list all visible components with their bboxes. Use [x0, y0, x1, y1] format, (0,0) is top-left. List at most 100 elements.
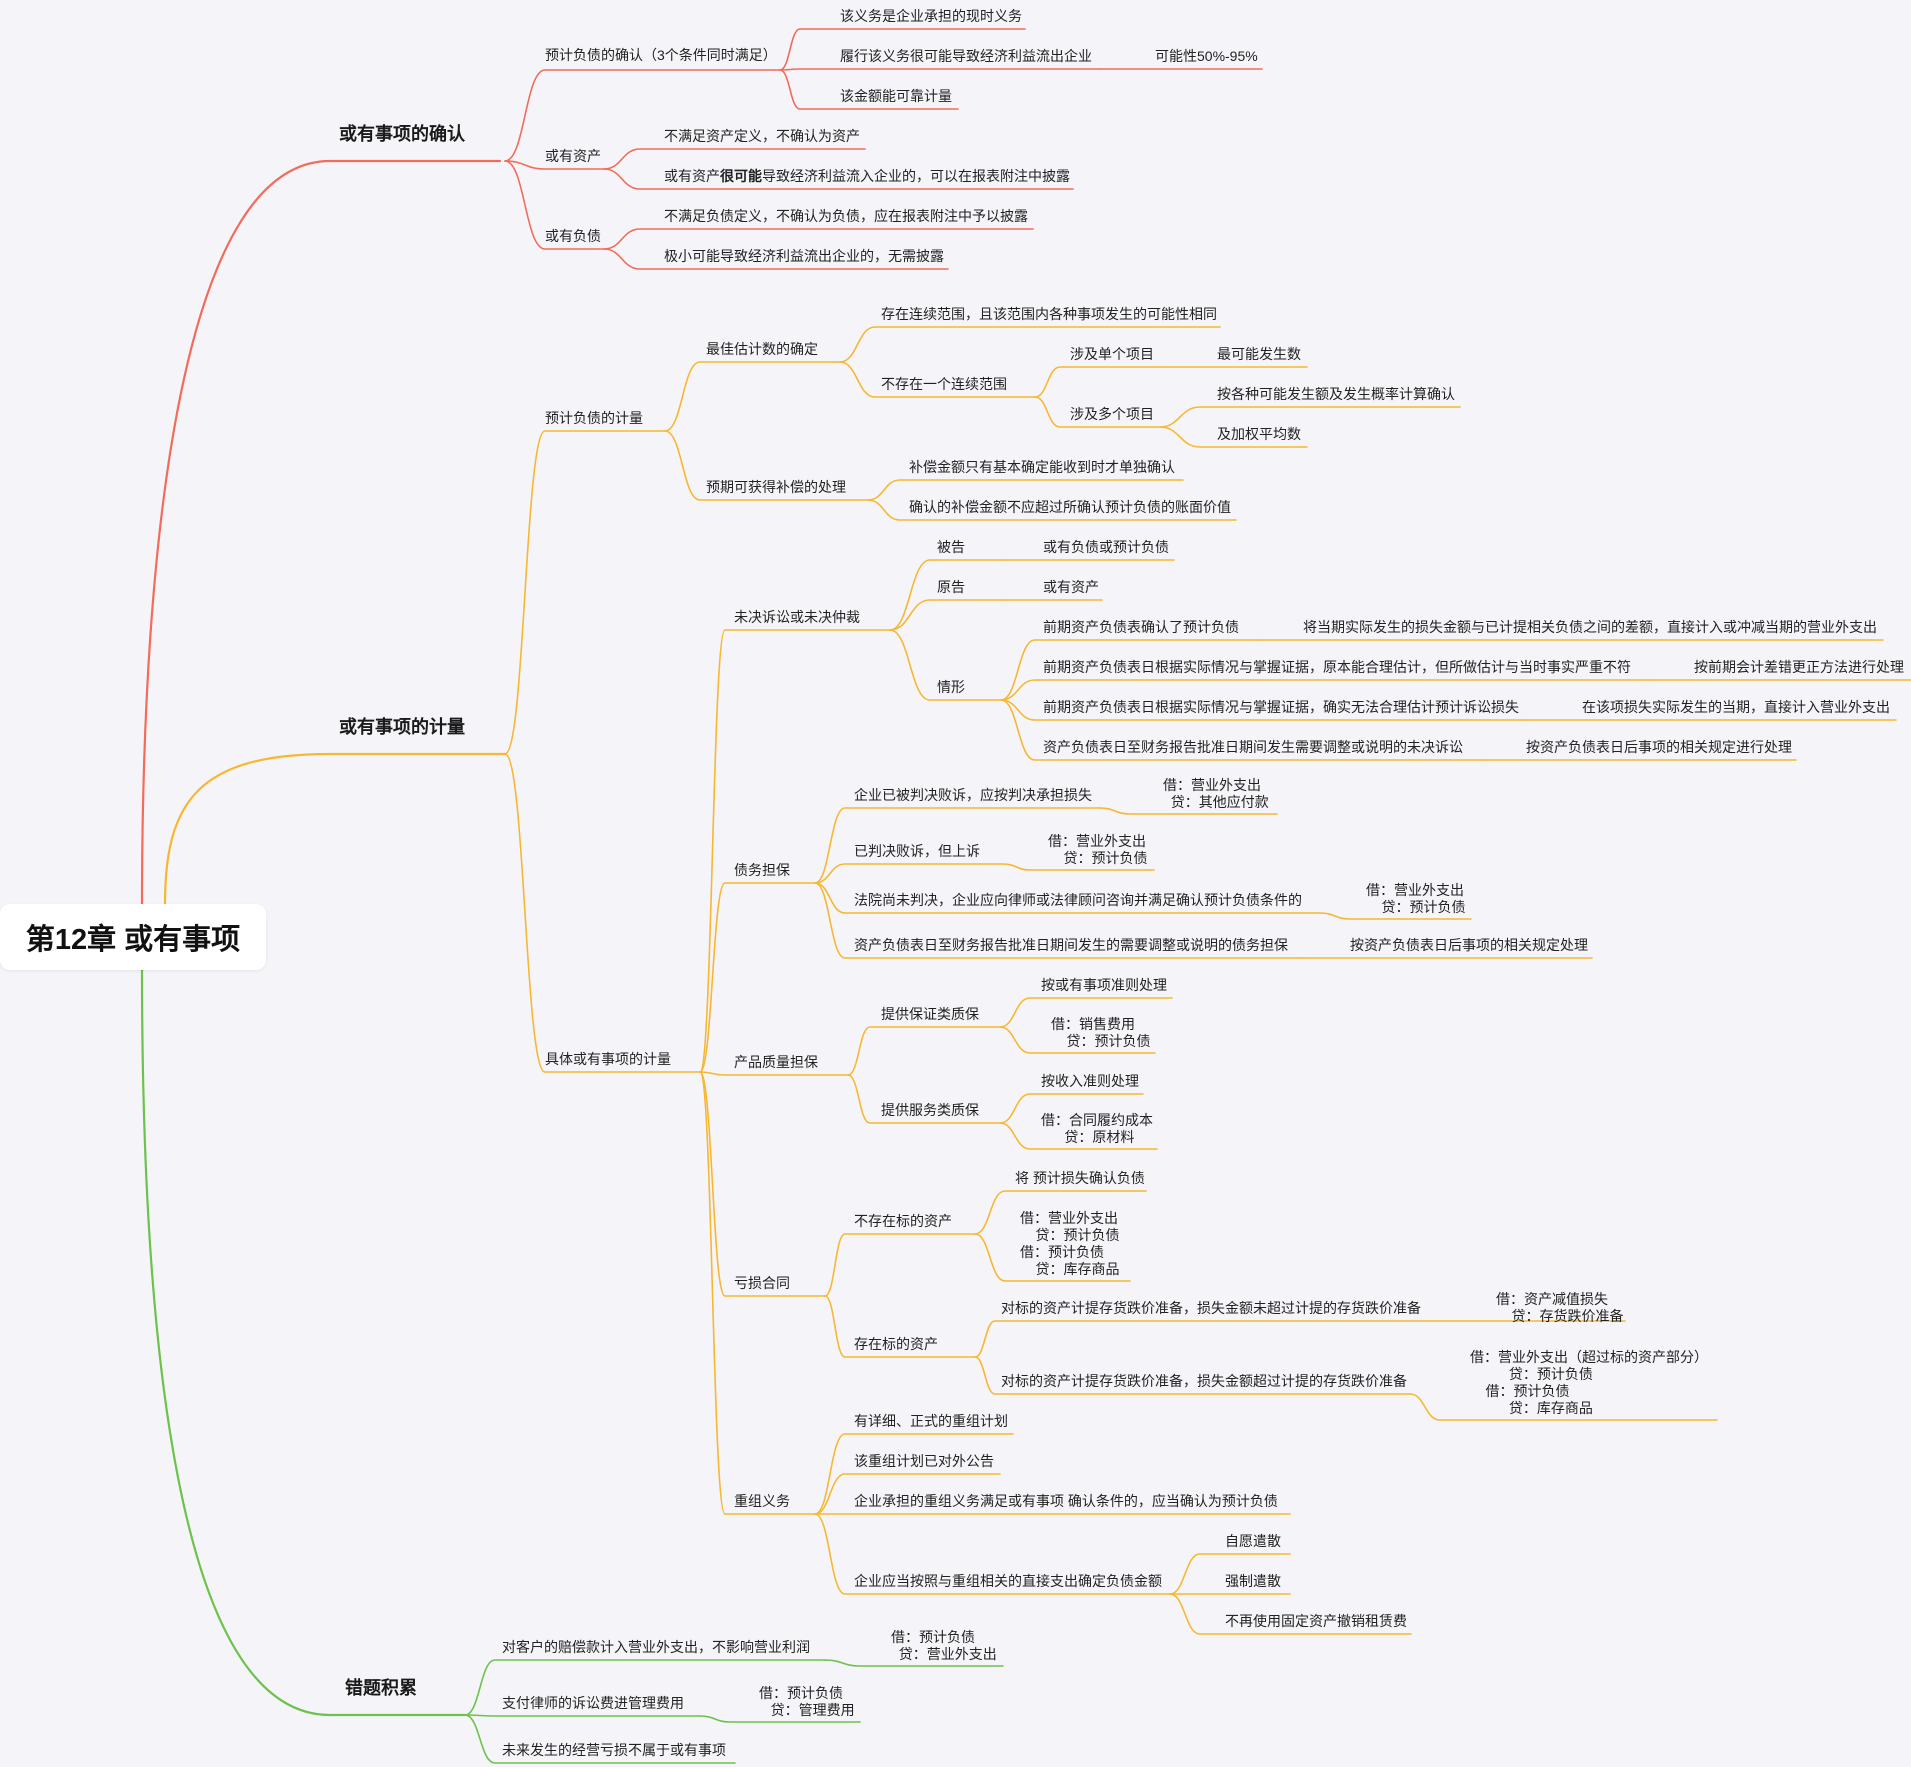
node-with-asset-entry-2[interactable]: 借：营业外支出（超过标的资产部分） 贷：预计负债 借：预计负债 贷：库存商品	[1470, 1349, 1708, 1416]
node-situation-4-result[interactable]: 按资产负债表日后事项的相关规定进行处理	[1526, 739, 1792, 755]
node-compensation[interactable]: 预期可获得补偿的处理	[706, 479, 846, 495]
asset-rule-2-pre: 或有资产	[664, 168, 720, 184]
node-defendant-result[interactable]: 或有负债或预计负债	[1043, 539, 1169, 555]
node-with-underlying-asset[interactable]: 存在标的资产	[854, 1336, 938, 1352]
node-mistake-3[interactable]: 未来发生的经营亏损不属于或有事项	[502, 1742, 726, 1758]
connector-12	[603, 228, 1034, 250]
connector-73	[1169, 1593, 1412, 1635]
node-guarantee-1-entry[interactable]: 借：营业外支出 贷：其他应付款	[1163, 777, 1269, 810]
node-restructuring[interactable]: 重组义务	[734, 1493, 790, 1509]
node-restructuring-2[interactable]: 该重组计划已对外公告	[854, 1453, 994, 1469]
node-onerous[interactable]: 亏损合同	[734, 1275, 790, 1291]
node-with-asset-rule-1[interactable]: 对标的资产计提存货跌价准备，损失金额未超过计提的存货跌价准备	[1001, 1300, 1421, 1316]
node-no-asset-entry[interactable]: 借：营业外支出 贷：预计负债 借：预计负债 贷：库存商品	[1020, 1210, 1120, 1277]
node-situation-2-result[interactable]: 按前期会计差错更正方法进行处理	[1694, 659, 1904, 675]
node-restructuring-3[interactable]: 企业承担的重组义务满足或有事项 确认条件的，应当确认为预计负债	[854, 1493, 1278, 1509]
node-with-asset-rule-2[interactable]: 对标的资产计提存货跌价准备，损失金额超过计提的存货跌价准备	[1001, 1373, 1407, 1389]
connector-64	[974, 1356, 1411, 1395]
node-situation-3-result[interactable]: 在该项损失实际发生的当期，直接计入营业外支出	[1582, 699, 1890, 715]
root-node[interactable]: 第12章 或有事项	[0, 904, 266, 970]
node-condition-1[interactable]: 该义务是企业承担的现时义务	[840, 8, 1022, 24]
node-situation-2[interactable]: 前期资产负债表日根据实际情况与掌握证据，原本能合理估计，但所做估计与当时事实严重…	[1043, 659, 1631, 675]
node-compensation-2[interactable]: 确认的补偿金额不应超过所确认预计负债的账面价值	[909, 499, 1231, 515]
node-non-continuous-range[interactable]: 不存在一个连续范围	[881, 376, 1007, 392]
node-guarantee-1[interactable]: 企业已被判决败诉，应按判决承担损失	[854, 787, 1092, 803]
node-condition-2[interactable]: 履行该义务很可能导致经济利益流出企业	[840, 48, 1092, 64]
node-contingent-asset[interactable]: 或有资产	[545, 148, 601, 164]
node-assurance-rule[interactable]: 按或有事项准则处理	[1041, 977, 1167, 993]
connector-42	[814, 807, 1101, 884]
node-guarantee-3[interactable]: 法院尚未判决，企业应向律师或法律顾问咨询并满足确认预计负债条件的	[854, 892, 1302, 908]
node-asset-rule-2[interactable]: 或有资产很可能导致经济利益流入企业的，可以在报表附注中披露	[664, 168, 1070, 185]
connector-22	[1159, 426, 1308, 448]
node-provision-measurement[interactable]: 预计负债的计量	[545, 410, 643, 426]
node-service-rule[interactable]: 按收入准则处理	[1041, 1073, 1139, 1089]
node-provision-recognition[interactable]: 预计负债的确认（3个条件同时满足）	[545, 47, 777, 63]
node-plaintiff-result[interactable]: 或有资产	[1043, 579, 1099, 595]
node-restructuring-4[interactable]: 企业应当按照与重组相关的直接支出确定负债金额	[854, 1573, 1162, 1589]
node-restructuring-1[interactable]: 有详细、正式的重组计划	[854, 1413, 1008, 1429]
node-no-asset-rule[interactable]: 将 预计损失确认负债	[1015, 1170, 1145, 1186]
node-guarantee-2-entry[interactable]: 借：营业外支出 贷：预计负债	[1048, 833, 1148, 866]
branch-mistakes[interactable]: 错题积累	[345, 1678, 417, 1698]
connector-43	[1099, 807, 1278, 815]
node-warranty-assurance[interactable]: 提供保证类质保	[881, 1006, 979, 1022]
connector-57	[699, 1071, 826, 1297]
node-compensation-1[interactable]: 补偿金额只有基本确定能收到时才单独确认	[909, 459, 1175, 475]
node-asset-rule-1[interactable]: 不满足资产定义，不确认为资产	[664, 128, 860, 144]
node-situation-1[interactable]: 前期资产负债表确认了预计负债	[1043, 619, 1239, 635]
node-situation-4[interactable]: 资产负债表日至财务报告批准日期间发生需要调整或说明的未决诉讼	[1043, 739, 1463, 755]
node-condition-3[interactable]: 该金额能可靠计量	[840, 88, 952, 104]
node-guarantee-3-entry[interactable]: 借：营业外支出 贷：预计负债	[1366, 882, 1466, 915]
node-restructuring-4a[interactable]: 自愿遣散	[1225, 1533, 1281, 1549]
node-situation-1-result[interactable]: 将当期实际发生的损失金额与已计提相关负债之间的差额，直接计入或冲减当期的营业外支…	[1303, 619, 1877, 635]
node-no-underlying-asset[interactable]: 不存在标的资产	[854, 1213, 952, 1229]
node-multiple-result-1[interactable]: 按各种可能发生额及发生概率计算确认	[1217, 386, 1455, 402]
node-single-item-result[interactable]: 最可能发生数	[1217, 346, 1301, 362]
node-multiple-items[interactable]: 涉及多个项目	[1070, 406, 1154, 422]
node-best-estimate[interactable]: 最佳估计数的确定	[706, 341, 818, 357]
node-guarantee-4-result[interactable]: 按资产负债表日后事项的相关规定处理	[1350, 937, 1588, 953]
node-continuous-range[interactable]: 存在连续范围，且该范围内各种事项发生的可能性相同	[881, 306, 1217, 322]
connector-20	[1034, 396, 1161, 428]
connector-58	[824, 1233, 976, 1297]
node-guarantee-4[interactable]: 资产负债表日至财务报告批准日期间发生的需要调整或说明的债务担保	[854, 937, 1288, 953]
node-situation-3[interactable]: 前期资产负债表日根据实际情况与掌握证据，确实无法合理估计预计诉讼损失	[1043, 699, 1519, 715]
node-liability-rule-1[interactable]: 不满足负债定义，不确认为负债，应在报表附注中予以披露	[664, 208, 1028, 224]
connector-1	[163, 752, 507, 906]
connector-67	[814, 1433, 1014, 1515]
connector-53	[999, 1026, 1156, 1054]
node-specific-measurement[interactable]: 具体或有事项的计量	[545, 1051, 671, 1067]
node-guarantee-2[interactable]: 已判决败诉，但上诉	[854, 843, 980, 859]
connector-23	[664, 430, 869, 501]
node-plaintiff[interactable]: 原告	[937, 579, 965, 595]
node-litigation[interactable]: 未决诉讼或未决仲裁	[734, 609, 860, 625]
node-multiple-result-2[interactable]: 及加权平均数	[1217, 426, 1301, 442]
node-situations[interactable]: 情形	[937, 679, 965, 695]
node-assurance-entry[interactable]: 借：销售费用 贷：预计负债	[1051, 1016, 1151, 1049]
node-guarantee[interactable]: 债务担保	[734, 862, 790, 878]
connector-27	[699, 629, 891, 1073]
node-mistake-1[interactable]: 对客户的赔偿款计入营业外支出，不影响营业利润	[502, 1639, 810, 1655]
node-restructuring-4b[interactable]: 强制遣散	[1225, 1573, 1281, 1589]
asset-rule-2-bold: 很可能	[720, 168, 762, 184]
connector-75	[824, 1659, 1004, 1667]
node-warranty[interactable]: 产品质量担保	[734, 1054, 818, 1070]
node-mistake-2-entry[interactable]: 借：预计负债 贷：管理费用	[759, 1685, 855, 1718]
node-mistake-2[interactable]: 支付律师的诉讼费进管理费用	[502, 1695, 684, 1711]
node-liability-rule-2[interactable]: 极小可能导致经济利益流出企业的，无需披露	[664, 248, 944, 264]
node-restructuring-4c[interactable]: 不再使用固定资产撤销租赁费	[1225, 1613, 1407, 1629]
node-mistake-1-entry[interactable]: 借：预计负债 贷：营业外支出	[891, 1629, 997, 1662]
connector-61	[824, 1295, 976, 1358]
node-contingent-liability[interactable]: 或有负债	[545, 228, 601, 244]
branch-recognition[interactable]: 或有事项的确认	[339, 124, 465, 144]
node-service-entry[interactable]: 借：合同履约成本 贷：原材料	[1041, 1112, 1153, 1145]
node-warranty-service[interactable]: 提供服务类质保	[881, 1102, 979, 1118]
branch-measurement[interactable]: 或有事项的计量	[339, 717, 465, 737]
node-with-asset-entry-1[interactable]: 借：资产减值损失 贷：存货跌价准备	[1496, 1291, 1624, 1324]
connector-50	[699, 1071, 849, 1076]
node-condition-2-note[interactable]: 可能性50%-95%	[1155, 48, 1258, 64]
connector-76	[464, 1714, 701, 1717]
node-defendant[interactable]: 被告	[937, 539, 965, 555]
node-single-item[interactable]: 涉及单个项目	[1070, 346, 1154, 362]
